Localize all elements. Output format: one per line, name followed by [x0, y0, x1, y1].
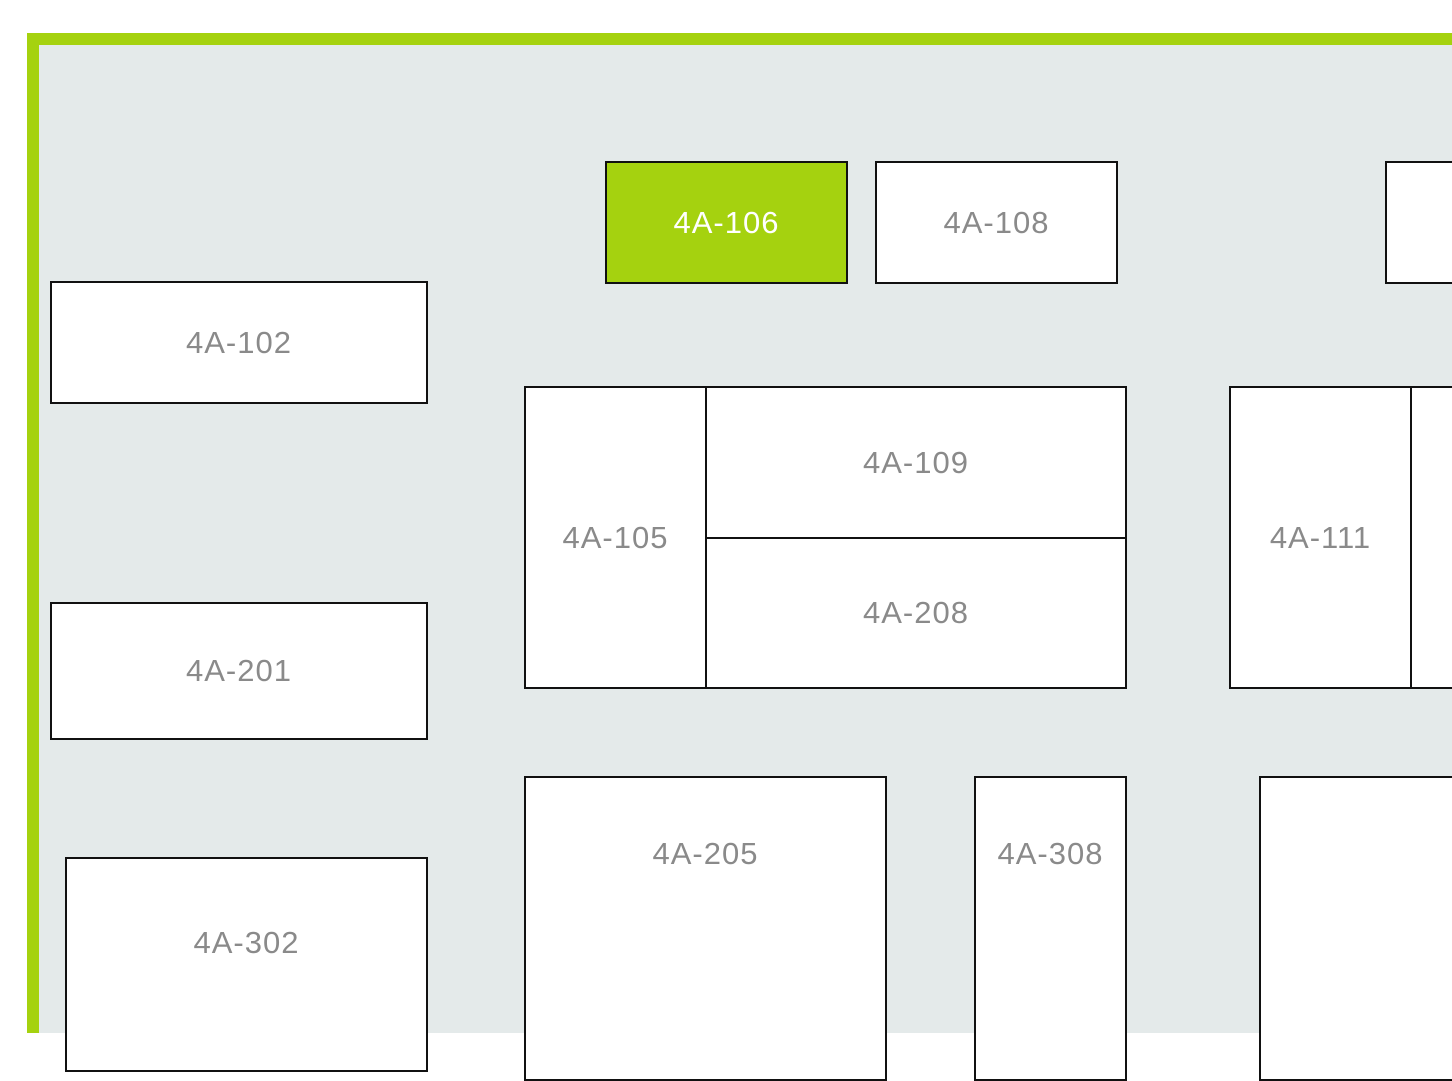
booth-label: 4A-201	[186, 653, 292, 688]
booth-partial-top-right[interactable]	[1385, 161, 1452, 284]
booth-4a-205[interactable]: 4A-205	[524, 776, 887, 1081]
booth-4a-102[interactable]: 4A-102	[50, 281, 428, 404]
booth-4a-106[interactable]: 4A-106	[605, 161, 848, 284]
booth-label: 4A-302	[193, 924, 300, 960]
booth-4a-302[interactable]: 4A-302	[65, 857, 428, 1072]
booth-4a-308[interactable]: 4A-308	[974, 776, 1127, 1081]
booth-label: 4A-208	[863, 595, 969, 630]
booth-4a-201[interactable]: 4A-201	[50, 602, 428, 740]
booth-4a-208[interactable]: 4A-208	[705, 537, 1127, 689]
booth-label: 4A-109	[863, 444, 969, 480]
booth-4a-111[interactable]: 4A-111	[1229, 386, 1412, 689]
booth-partial-mid-right[interactable]	[1410, 386, 1452, 689]
booth-label: 4A-308	[997, 835, 1104, 871]
booth-4a-108[interactable]: 4A-108	[875, 161, 1118, 284]
booth-4a-109[interactable]: 4A-109	[705, 386, 1127, 539]
booth-label: 4A-108	[943, 204, 1050, 240]
booth-label: 4A-105	[562, 519, 669, 555]
booth-label: 4A-106	[673, 204, 780, 240]
booth-label: 4A-102	[186, 324, 292, 360]
booth-4a-105[interactable]: 4A-105	[524, 386, 707, 689]
booth-label: 4A-111	[1269, 519, 1372, 555]
booth-partial-bottom-right[interactable]	[1259, 776, 1452, 1081]
booth-label: 4A-205	[652, 835, 759, 871]
